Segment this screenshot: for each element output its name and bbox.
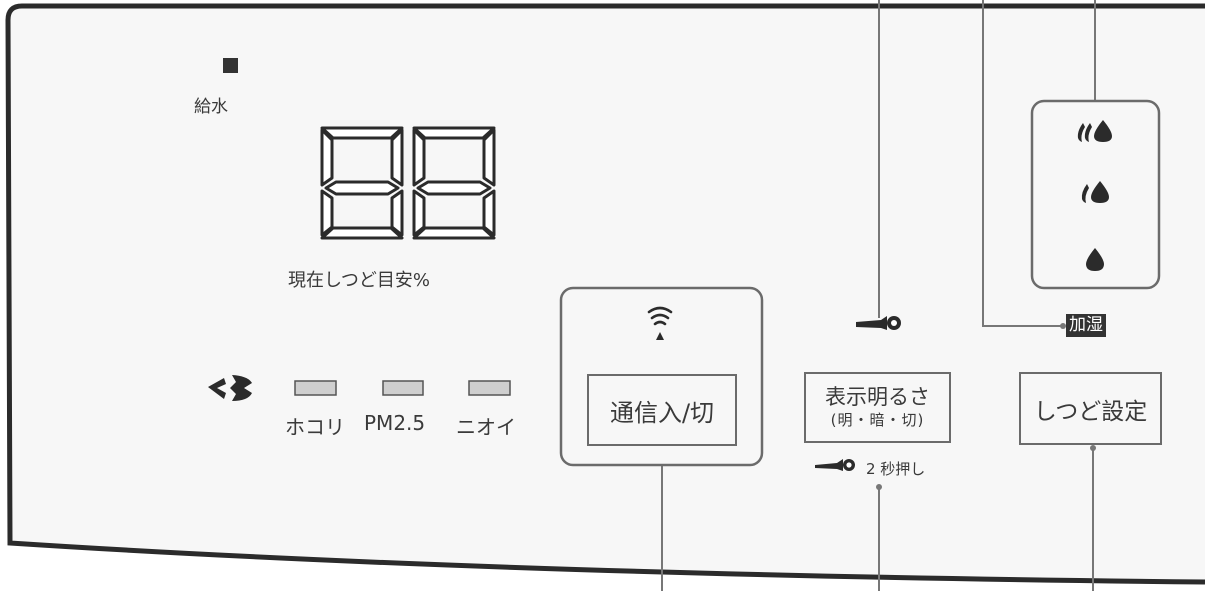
- panel-outline: [5, 3, 1205, 585]
- communication-button-label: 通信入/切: [609, 398, 715, 427]
- seven-segment-digit-icon: [412, 126, 496, 240]
- sensor-label-pm25: PM2.5: [364, 411, 426, 435]
- humidity-setting-button[interactable]: しつど設定: [1019, 372, 1162, 445]
- humidity-display-caption: 現在しつど目安%: [288, 270, 431, 291]
- fan-icon: [208, 375, 252, 401]
- odor-lamp: [468, 380, 511, 396]
- dust-lamp: [294, 380, 337, 396]
- brightness-button-sublabel: (明・暗・切): [830, 410, 925, 429]
- humidify-tag: 加湿: [1066, 314, 1106, 337]
- communication-toggle-button[interactable]: 通信入/切: [587, 374, 737, 446]
- pm25-lamp: [382, 380, 424, 396]
- humidity-setting-label: しつど設定: [1033, 398, 1148, 425]
- droplet-low-icon: [1086, 248, 1104, 271]
- sensor-label-odor: ニオイ: [456, 415, 516, 439]
- leader-line-humidify: [982, 0, 1062, 327]
- brightness-button-label: 表示明るさ: [825, 384, 930, 409]
- sensor-label-dust: ホコリ: [285, 415, 345, 439]
- wifi-icon: [647, 306, 673, 340]
- droplet-high-icon: [1077, 120, 1112, 142]
- droplet-mid-icon: [1081, 181, 1109, 203]
- key-icon: [815, 459, 855, 471]
- water-supply-lamp-icon: [223, 58, 238, 73]
- child-lock-hold-label: 2 秒押し: [866, 460, 926, 478]
- display-brightness-button[interactable]: 表示明るさ (明・暗・切): [804, 372, 951, 443]
- key-icon: [856, 316, 901, 330]
- water-supply-label: 給水: [194, 97, 228, 117]
- seven-segment-digit-icon: [320, 126, 404, 240]
